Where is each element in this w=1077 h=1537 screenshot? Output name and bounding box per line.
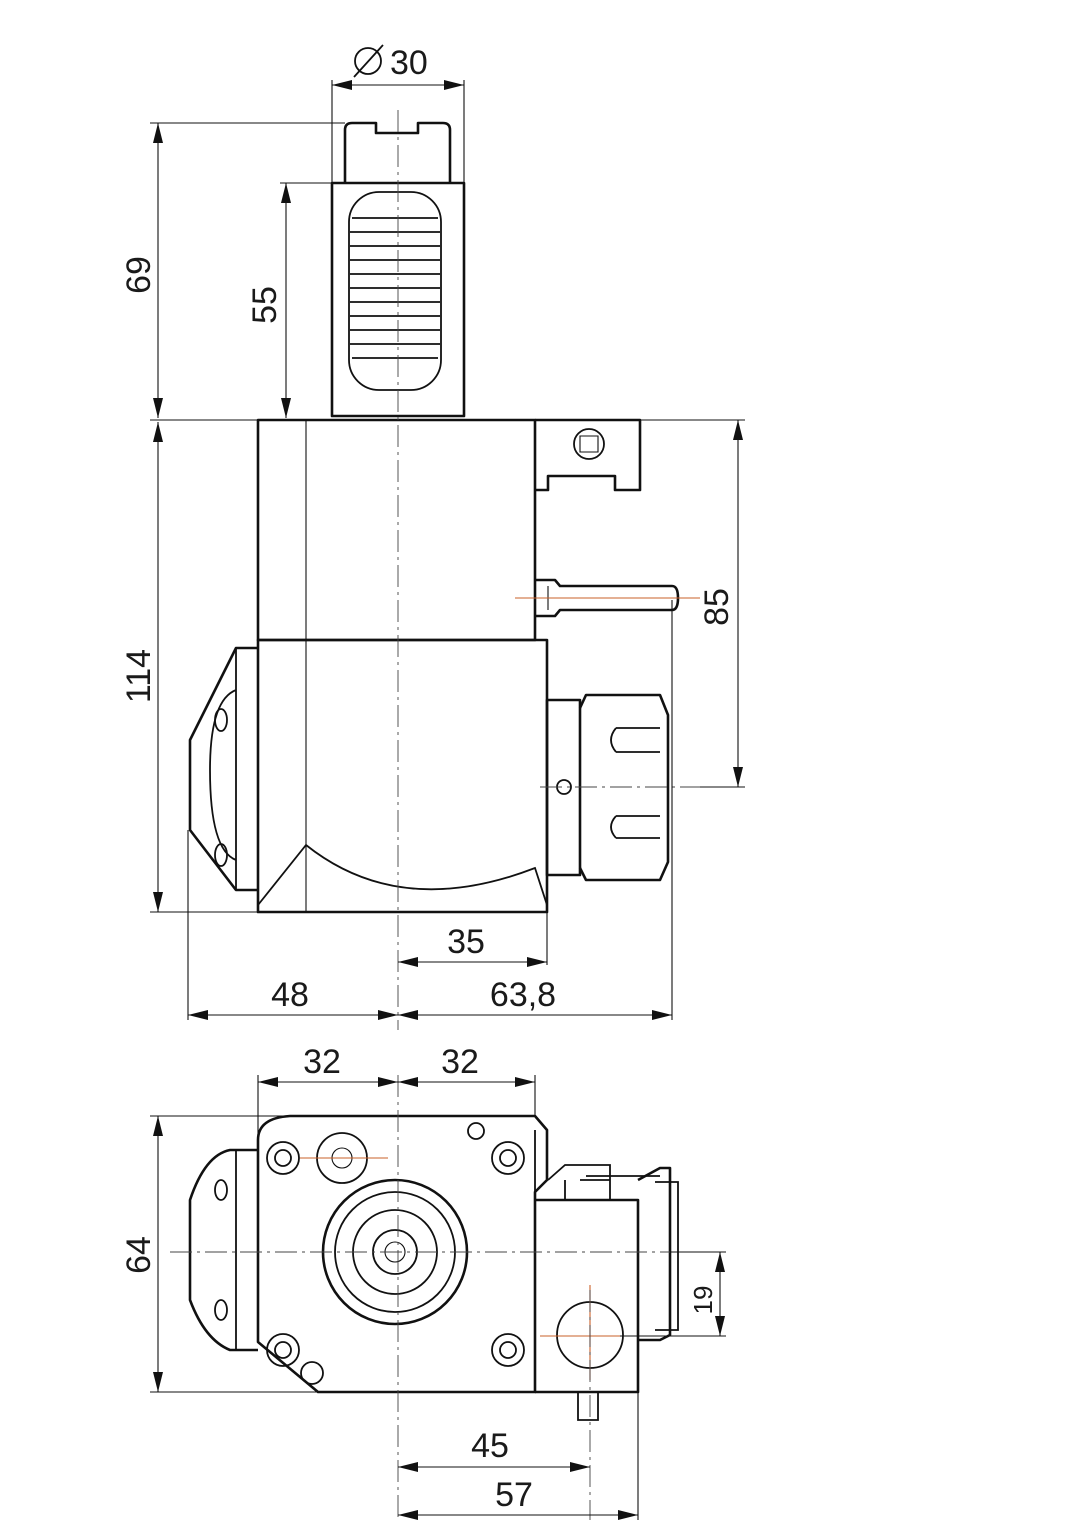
top-bracket	[535, 418, 642, 492]
dim-overall-height-top: 69	[120, 256, 158, 294]
bottom-housing	[256, 1114, 549, 1394]
bottom-view	[170, 1075, 710, 1520]
dim-half-width-right: 32	[441, 1043, 479, 1081]
collet-nut	[545, 698, 582, 877]
housing-chamfer	[257, 843, 548, 906]
dimension-lines	[150, 80, 745, 1520]
dim-depth: 64	[120, 1236, 158, 1274]
plug-block	[535, 1198, 640, 1394]
dim-plug-distance: 45	[471, 1427, 509, 1465]
dim-left-extent: 48	[271, 976, 309, 1014]
dim-shank-diameter: 30	[390, 44, 428, 82]
corner-screws	[266, 1122, 525, 1385]
dim-body-height: 114	[120, 649, 158, 703]
dim-half-width-left: 32	[303, 1043, 341, 1081]
dim-right-extent: 63,8	[490, 976, 556, 1014]
dim-bracket-distance: 57	[495, 1476, 533, 1514]
shank-serrations	[348, 191, 442, 391]
dim-outlet-length: 35	[447, 923, 485, 961]
arrowheads	[153, 80, 743, 1520]
housing-lower	[256, 638, 549, 914]
left-cover	[188, 646, 258, 892]
housing-upper	[256, 418, 537, 642]
side-view	[188, 110, 700, 1030]
dim-outlet-offset: 85	[698, 588, 736, 626]
bracket-screw	[573, 428, 605, 460]
dim-plug-offset: 19	[688, 1286, 718, 1315]
shank-cap	[343, 121, 452, 183]
dim-shank-length: 55	[246, 286, 284, 324]
bottom-left-cover	[188, 1148, 258, 1352]
diameter-symbol-icon	[353, 44, 384, 78]
